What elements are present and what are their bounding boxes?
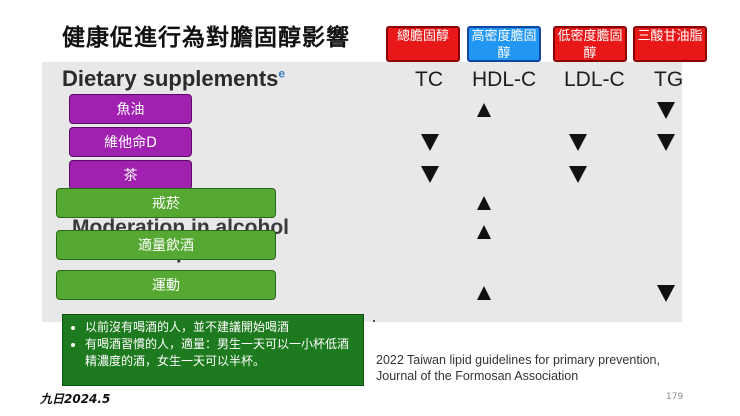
decrease-arrow-icon-tg xyxy=(657,284,675,302)
increase-arrow-icon-hdl xyxy=(477,286,491,300)
footer-author-date: 九日2024.5 xyxy=(40,392,111,406)
reference-line-1: 2022 Taiwan lipid guidelines for primary… xyxy=(376,353,660,367)
col-label-tg: TG xyxy=(654,68,682,91)
decrease-arrow-icon-ldl xyxy=(569,165,587,183)
col-label-hdl: HDL-C xyxy=(472,68,537,91)
panel-heading-superscript: e xyxy=(278,66,286,81)
decrease-arrow-icon-tc xyxy=(421,133,439,151)
note-item: 有喝酒習慣的人，適量：男生一天可以一小杯低酒精濃度的酒，女生一天可以半杯。 xyxy=(85,336,355,370)
col-label-ldl: LDL-C xyxy=(564,68,625,91)
row-label-moderate-drinking: 適量飲酒 xyxy=(56,230,276,260)
row-label-fish-oil: 魚油 xyxy=(69,94,192,124)
note-item: 以前沒有喝酒的人，並不建議開始喝酒 xyxy=(85,319,355,336)
decrease-arrow-icon-tg xyxy=(657,133,675,151)
row-label-exercise: 運動 xyxy=(56,270,276,300)
col-label-tc: TC xyxy=(415,68,443,91)
row-label-vitamin-d: 維他命D xyxy=(69,127,192,157)
increase-arrow-icon-hdl xyxy=(477,225,491,239)
row-label-quit-smoking: 戒菸 xyxy=(56,188,276,218)
page-number: 179 xyxy=(666,392,684,402)
badge-hdl-cholesterol: 高密度膽固醇 xyxy=(467,26,541,62)
badge-triglycerides: 三酸甘油脂 xyxy=(633,26,707,62)
badge-total-cholesterol: 總膽固醇 xyxy=(386,26,460,62)
decrease-arrow-icon-tc xyxy=(421,165,439,183)
slide-title: 健康促進行為對膽固醇影響 xyxy=(62,25,350,51)
decrease-arrow-icon-ldl xyxy=(569,133,587,151)
decrease-arrow-icon-tg xyxy=(657,101,675,119)
reference-citation: 2022 Taiwan lipid guidelines for primary… xyxy=(376,352,660,384)
panel-heading: Dietary supplementse xyxy=(62,66,285,92)
row-label-tea: 茶 xyxy=(69,160,192,190)
drinking-notes-box: 以前沒有喝酒的人，並不建議開始喝酒 有喝酒習慣的人，適量：男生一天可以一小杯低酒… xyxy=(62,314,364,386)
reference-line-2: Journal of the Formosan Association xyxy=(376,369,579,383)
increase-arrow-icon-hdl xyxy=(477,103,491,117)
badge-ldl-cholesterol: 低密度膽固醇 xyxy=(553,26,627,62)
increase-arrow-icon-hdl xyxy=(477,196,491,210)
panel-heading-text: Dietary supplements xyxy=(62,66,279,91)
